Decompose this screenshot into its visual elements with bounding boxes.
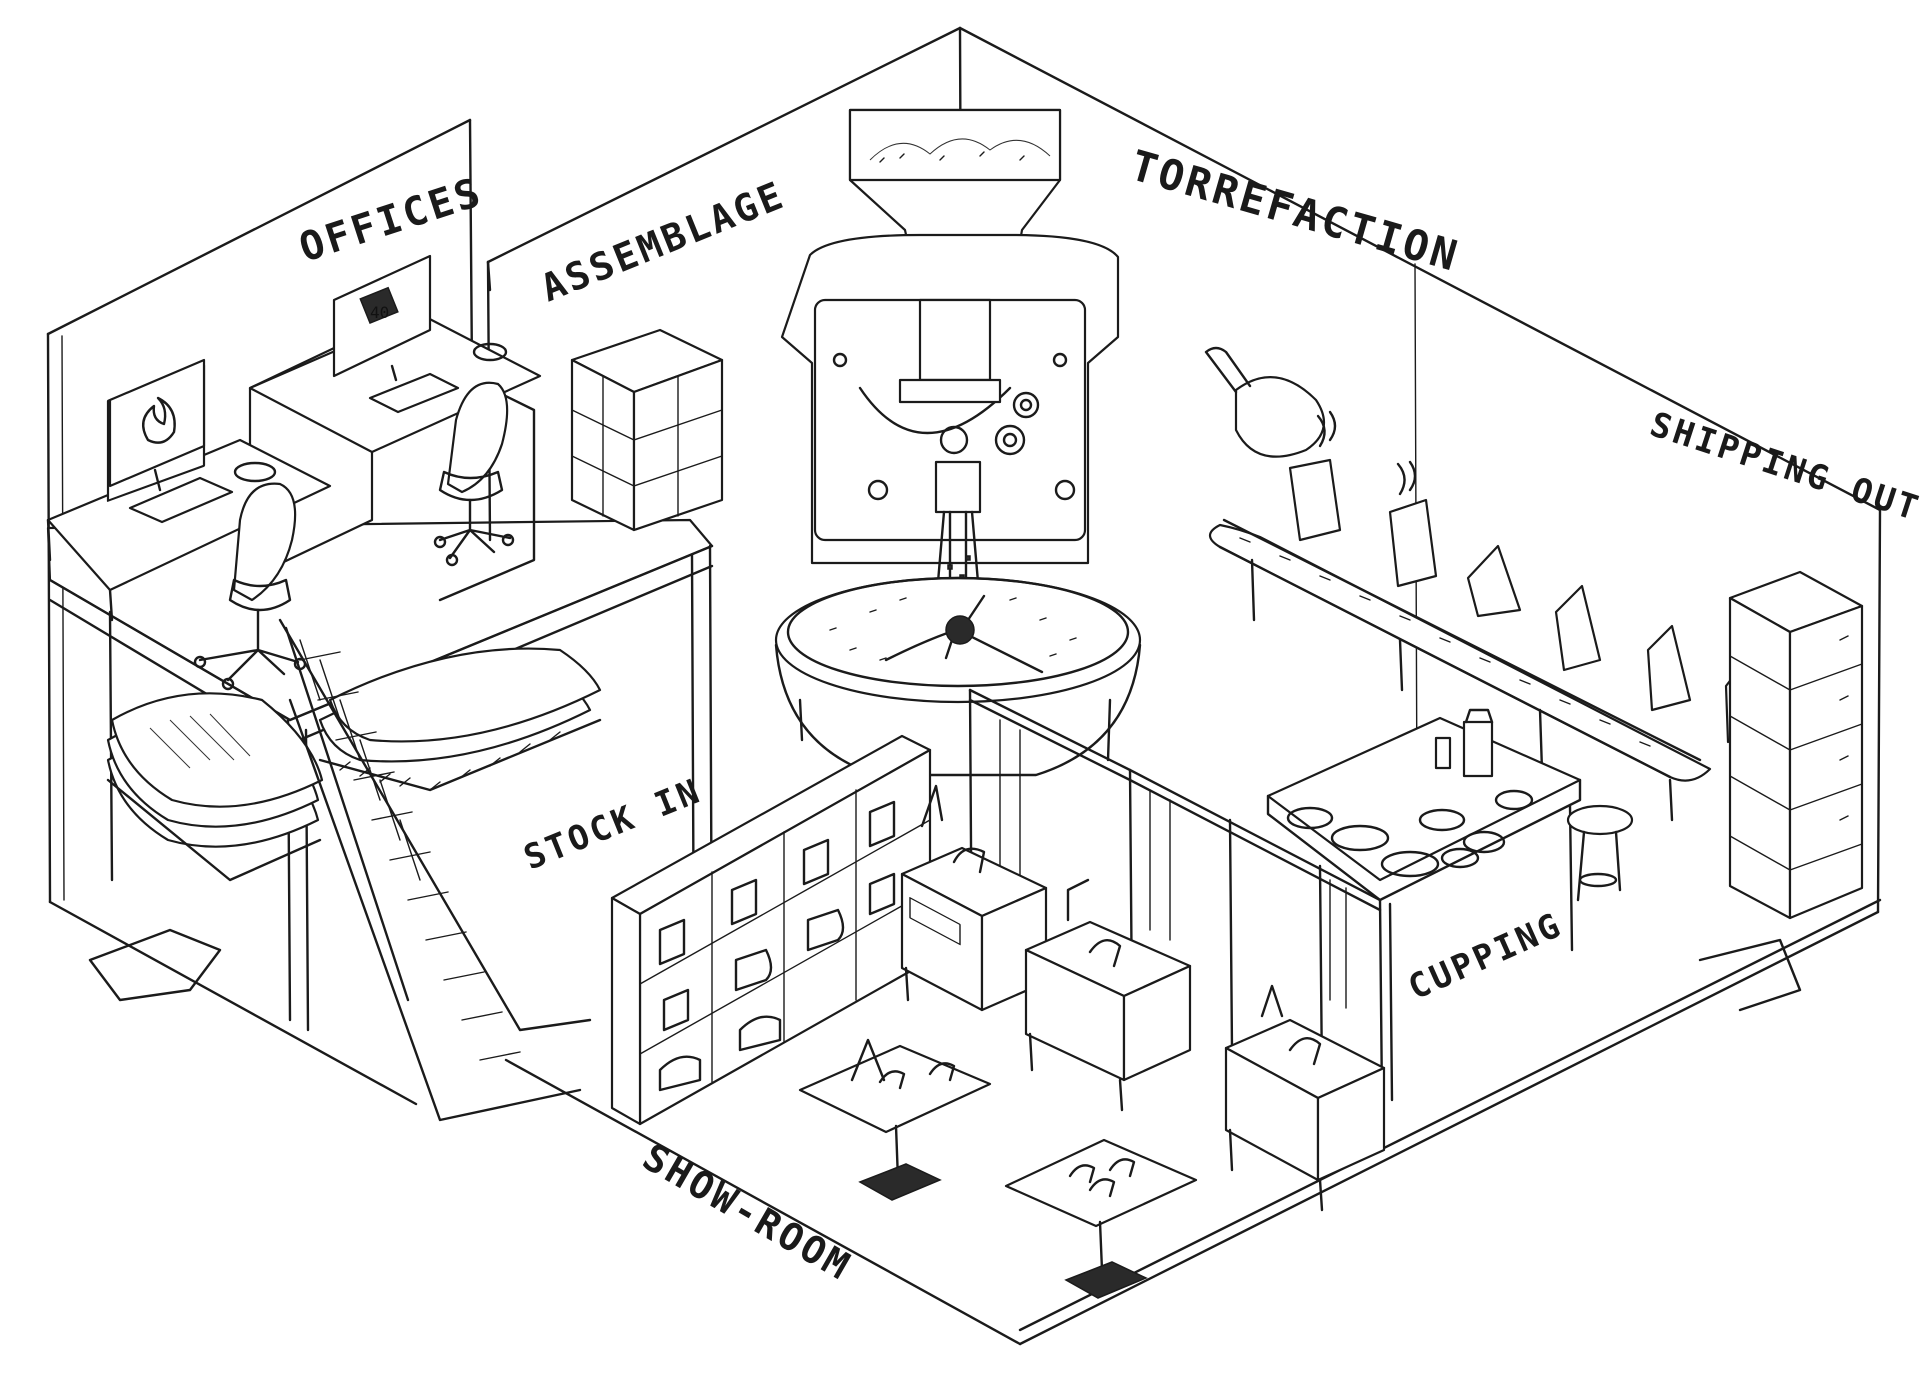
- conveyor-belt: [1204, 346, 1766, 822]
- coffee-bag-2: [1388, 460, 1438, 588]
- coffee-bag-5: [1646, 624, 1692, 712]
- showroom-table-1: [798, 1038, 992, 1201]
- coffee-bag-3: [1466, 544, 1522, 618]
- staircase: [278, 618, 592, 1122]
- label-show-room: SHOW-ROOM: [636, 1135, 860, 1290]
- pallet-bags: [318, 647, 602, 792]
- coffee-bag-4: [1554, 584, 1602, 672]
- label-assemblage: ASSEMBLAGE: [535, 173, 791, 311]
- roasting-pan: [1234, 376, 1326, 458]
- label-torrefaction: TORREFACTION: [1125, 141, 1465, 282]
- coffee-bag-stack: [106, 692, 324, 882]
- coffee-roaster: [774, 108, 1142, 777]
- cupping-table: [1266, 708, 1634, 1102]
- counter-3: [1224, 984, 1386, 1212]
- office-chair-right: [433, 381, 515, 567]
- label-cupping: CUPPING: [1402, 905, 1568, 1008]
- office-chair-left: [193, 482, 307, 691]
- shipping-door: [1698, 938, 1802, 1012]
- cooling-tray: [774, 576, 1142, 777]
- stock-in-door: [88, 928, 222, 1002]
- svg-text:40: 40: [370, 303, 389, 322]
- building-shell: [46, 26, 1882, 1346]
- showroom-table-2: [1004, 1138, 1198, 1299]
- coffee-bag-1: [1288, 410, 1342, 542]
- stock-in-area: [88, 618, 602, 1122]
- assemblage-shelving: [570, 328, 724, 532]
- label-shipping-out: SHIPPING OUT: [1645, 405, 1920, 530]
- shipping-box-stack: [1698, 570, 1864, 1012]
- counter-1: [900, 784, 1048, 1026]
- office-desk-right: 40: [248, 254, 542, 454]
- monitor-flame-icon: [108, 358, 206, 488]
- label-offices: OFFICES: [294, 169, 489, 271]
- counter-2: [1024, 878, 1192, 1112]
